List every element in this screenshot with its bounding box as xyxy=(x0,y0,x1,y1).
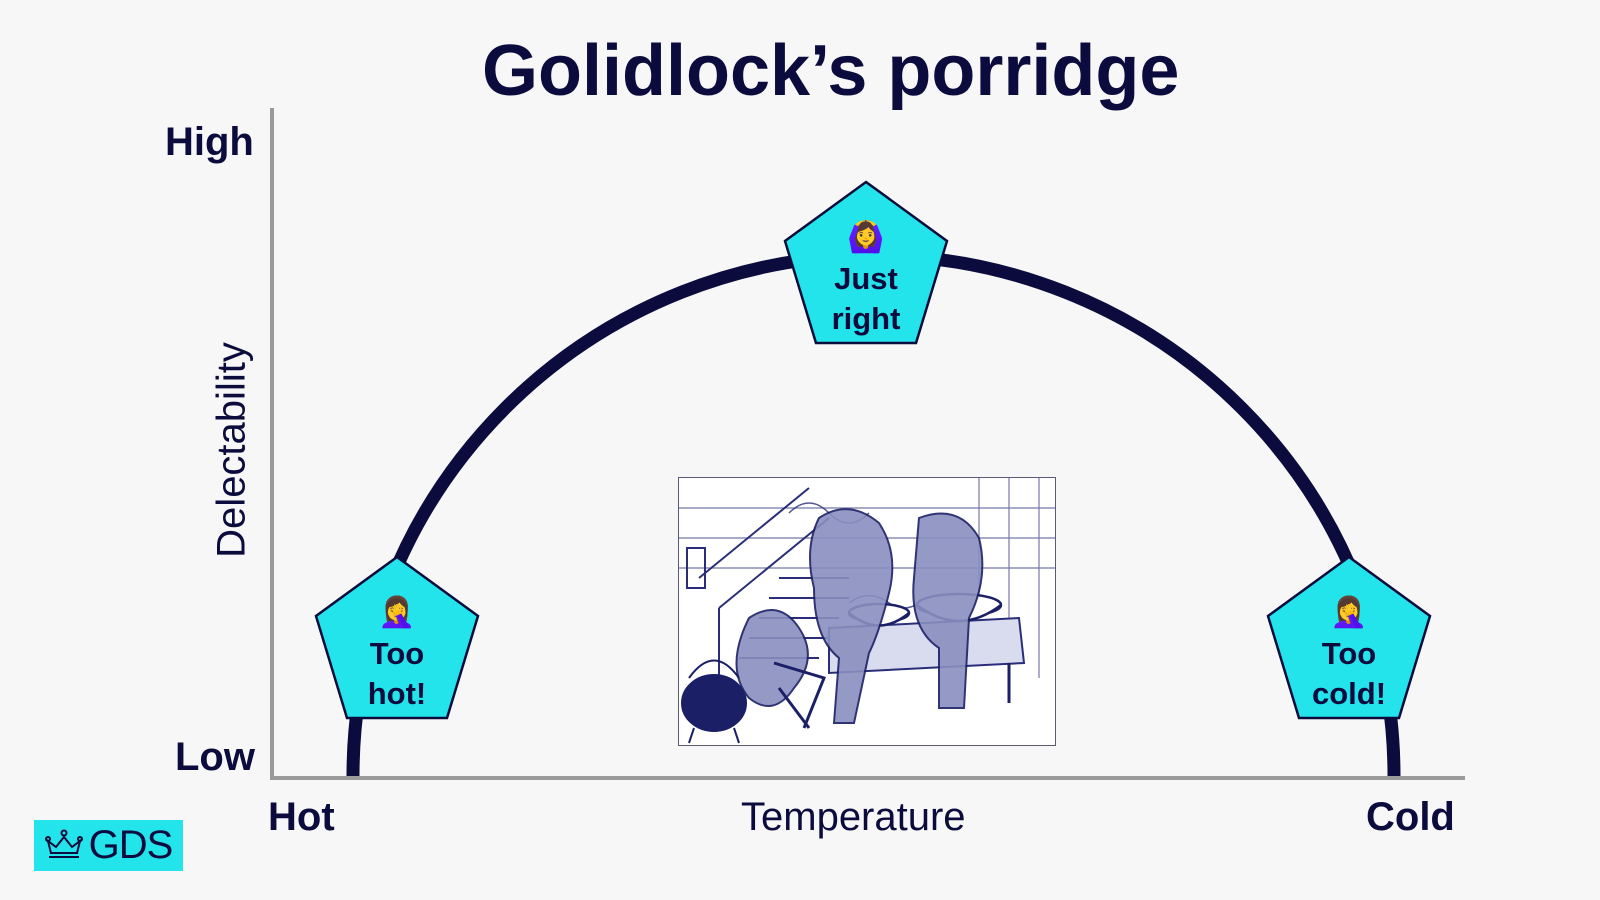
gds-logo: GDS xyxy=(34,820,183,871)
face-palm-woman-icon: 🤦‍♀️ xyxy=(1330,596,1368,629)
x-axis-left-label: Hot xyxy=(268,795,335,839)
three-bears-illustration xyxy=(678,477,1056,746)
pentagon-shape xyxy=(1266,555,1432,720)
badge-label-line-2: cold! xyxy=(1311,676,1387,711)
x-axis-title: Temperature xyxy=(741,795,966,839)
ok-gesture-woman-icon: 🙆‍♀️ xyxy=(847,221,885,254)
badge-label-line-2: right xyxy=(831,301,901,336)
crown-icon xyxy=(44,829,83,858)
pentagon-shape xyxy=(783,180,949,345)
logo-text: GDS xyxy=(88,823,174,867)
y-axis-low-label: Low xyxy=(175,735,255,779)
badge-label-line-2: hot! xyxy=(367,676,427,711)
badge-just-right: 🙆‍♀️ Just right xyxy=(783,180,949,346)
badge-label-line-1: Too xyxy=(369,636,425,671)
face-palm-woman-icon: 🤦‍♀️ xyxy=(378,596,416,629)
pentagon-shape xyxy=(314,555,480,720)
page-title: Golidlock’s porridge xyxy=(482,31,1180,111)
x-axis-right-label: Cold xyxy=(1366,795,1455,839)
badge-too-hot: 🤦‍♀️ Too hot! xyxy=(314,555,480,721)
badge-label-line-1: Just xyxy=(834,261,898,296)
y-axis-high-label: High xyxy=(165,120,254,164)
badge-label-line-1: Too xyxy=(1321,636,1377,671)
badge-too-cold: 🤦‍♀️ Too cold! xyxy=(1266,555,1432,721)
bears-engraving-image xyxy=(679,478,1055,745)
y-axis-title: Delectability xyxy=(209,342,254,558)
